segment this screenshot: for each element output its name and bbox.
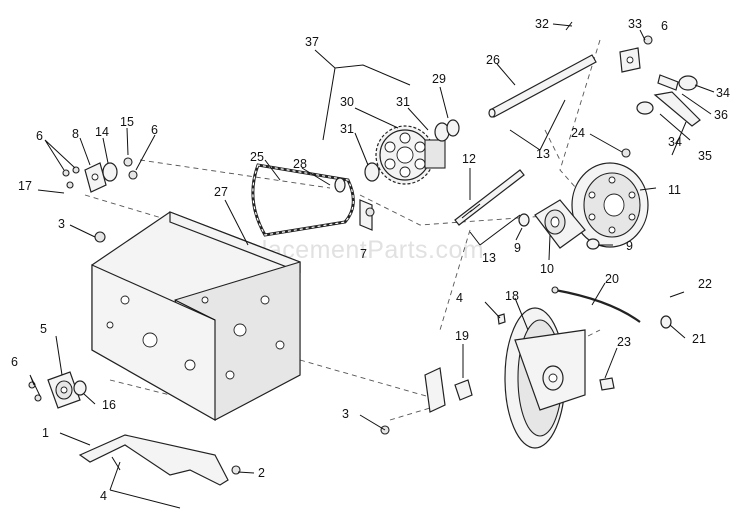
callout-31: 31 xyxy=(396,95,410,109)
callout-3: 3 xyxy=(58,217,65,231)
callout-4: 4 xyxy=(100,489,107,503)
washer-9b xyxy=(586,238,600,250)
callout-3: 3 xyxy=(342,407,349,421)
callout-30: 30 xyxy=(340,95,354,109)
callout-6: 6 xyxy=(36,129,43,143)
callout-2: 2 xyxy=(258,466,265,480)
upper-right-parts xyxy=(565,21,701,158)
callout-12: 12 xyxy=(462,152,476,166)
pulley-11 xyxy=(571,162,649,248)
small-parts xyxy=(334,119,460,231)
callout-8: 8 xyxy=(72,127,79,141)
sprocket xyxy=(375,125,446,185)
callout-6: 6 xyxy=(661,19,668,33)
callout-26: 26 xyxy=(486,53,500,67)
callout-34: 34 xyxy=(716,86,730,100)
callout-1: 1 xyxy=(42,426,49,440)
callout-34: 34 xyxy=(668,135,682,149)
callout-19: 19 xyxy=(455,329,469,343)
callout-13: 13 xyxy=(482,251,496,265)
rod-20 xyxy=(497,286,685,329)
callout-5: 5 xyxy=(40,322,47,336)
bracket-19 xyxy=(380,367,473,435)
callout-4: 4 xyxy=(456,291,463,305)
callout-33: 33 xyxy=(628,17,642,31)
callout-27: 27 xyxy=(214,185,228,199)
callout-15: 15 xyxy=(120,115,134,129)
callout-14: 14 xyxy=(95,125,109,139)
callout-10: 10 xyxy=(540,262,554,276)
callout-20: 20 xyxy=(605,272,619,286)
callout-17: 17 xyxy=(18,179,32,193)
callout-23: 23 xyxy=(617,335,631,349)
callout-7: 7 xyxy=(360,247,367,261)
shaft-26 xyxy=(488,54,597,118)
callout-37: 37 xyxy=(305,35,319,49)
callout-36: 36 xyxy=(714,108,728,122)
callout-9: 9 xyxy=(514,241,521,255)
bearing-group-5 xyxy=(28,371,87,409)
callout-25: 25 xyxy=(250,150,264,164)
callout-16: 16 xyxy=(102,398,116,412)
washer-9a xyxy=(518,213,530,227)
callout-31: 31 xyxy=(340,122,354,136)
frame-housing xyxy=(91,211,301,422)
callout-18: 18 xyxy=(505,289,519,303)
left-upper-parts xyxy=(62,157,138,243)
callout-6: 6 xyxy=(151,123,158,137)
lever-1 xyxy=(78,434,241,486)
shaft-12 xyxy=(454,169,525,226)
pulley-18 xyxy=(504,307,615,449)
leader-lines xyxy=(29,23,715,509)
drive-chain xyxy=(251,163,355,237)
callout-24: 24 xyxy=(571,126,585,140)
callout-35: 35 xyxy=(698,149,712,163)
callout-11: 11 xyxy=(668,183,681,197)
callout-32: 32 xyxy=(535,17,549,31)
callout-21: 21 xyxy=(692,332,706,346)
callouts: 1 2 3 3 4 4 5 6 6 6 6 7 8 9 9 10 11 12 1… xyxy=(11,17,730,503)
hub-10 xyxy=(534,199,586,249)
callout-13: 13 xyxy=(536,147,550,161)
callout-6: 6 xyxy=(11,355,18,369)
callout-28: 28 xyxy=(293,157,307,171)
callout-9: 9 xyxy=(626,239,633,253)
callout-29: 29 xyxy=(432,72,446,86)
callout-22: 22 xyxy=(698,277,712,291)
